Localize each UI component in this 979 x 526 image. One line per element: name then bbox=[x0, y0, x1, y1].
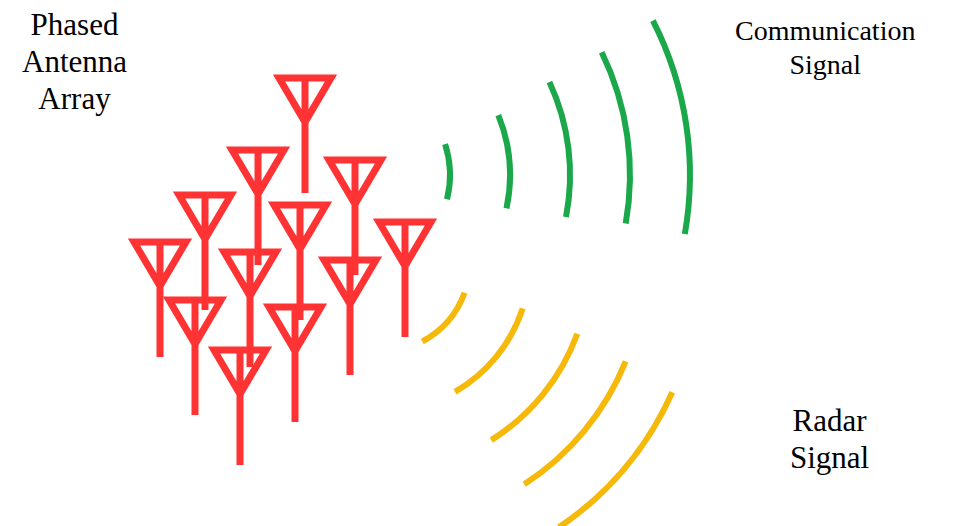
signal-label: Radar Signal bbox=[790, 402, 869, 476]
antenna-element bbox=[269, 307, 321, 422]
wave-arc bbox=[653, 21, 690, 234]
wave-arc bbox=[491, 334, 577, 440]
wave-arc bbox=[455, 308, 523, 392]
wave-arc bbox=[445, 144, 450, 199]
signal-label: Communication Signal bbox=[735, 14, 915, 81]
wave-arc bbox=[559, 392, 672, 526]
phased-antenna-array bbox=[134, 78, 431, 465]
wave-arc bbox=[602, 52, 630, 223]
antenna-element bbox=[379, 222, 431, 337]
communication-waves bbox=[445, 21, 690, 234]
array-label: Phased Antenna Array bbox=[22, 6, 127, 118]
antenna-element bbox=[214, 350, 266, 465]
antenna-element bbox=[324, 260, 376, 375]
antenna-element bbox=[274, 205, 326, 320]
radar-waves bbox=[422, 293, 672, 526]
antenna-element bbox=[279, 78, 331, 193]
antenna-element bbox=[169, 300, 221, 415]
wave-arc bbox=[524, 361, 625, 484]
wave-arc bbox=[422, 293, 464, 342]
wave-arc bbox=[549, 82, 570, 217]
wave-arc bbox=[498, 115, 510, 208]
